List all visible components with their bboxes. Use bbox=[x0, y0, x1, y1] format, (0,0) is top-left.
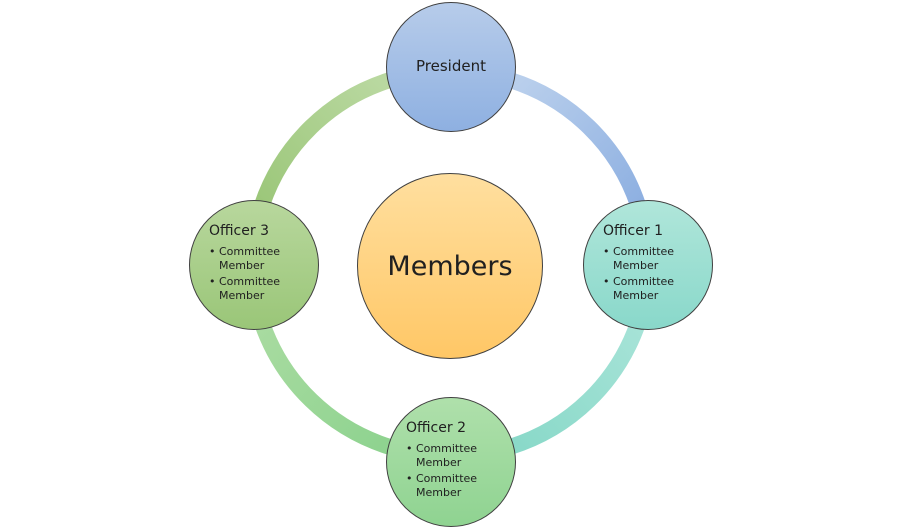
ring-arc-officer-2-officer-3 bbox=[254, 320, 393, 455]
committee-member-item: Committee Member bbox=[209, 245, 297, 273]
officer-1-committee-list: Committee Member Committee Member bbox=[603, 245, 712, 303]
president-node: President bbox=[386, 2, 516, 132]
officer-3-committee-list: Committee Member Committee Member bbox=[209, 245, 318, 303]
officer-1-node: Officer 1 Committee Member Committee Mem… bbox=[583, 200, 713, 330]
members-label: Members bbox=[387, 250, 513, 282]
members-node: Members bbox=[357, 173, 543, 359]
officer-2-title: Officer 2 bbox=[406, 420, 466, 436]
committee-member-item: Committee Member bbox=[209, 275, 297, 303]
committee-member-item: Committee Member bbox=[603, 245, 691, 273]
president-label: President bbox=[416, 57, 486, 75]
officer-2-committee-list: Committee Member Committee Member bbox=[406, 442, 515, 500]
ring-arc-officer-1-officer-2 bbox=[507, 320, 646, 455]
officer-2-node: Officer 2 Committee Member Committee Mem… bbox=[386, 397, 516, 527]
ring-arc-president-officer-1 bbox=[507, 72, 646, 208]
committee-member-item: Committee Member bbox=[406, 442, 494, 470]
officer-3-node: Officer 3 Committee Member Committee Mem… bbox=[189, 200, 319, 330]
committee-member-item: Committee Member bbox=[603, 275, 691, 303]
committee-member-item: Committee Member bbox=[406, 472, 494, 500]
officer-3-title: Officer 3 bbox=[209, 223, 269, 239]
officer-1-title: Officer 1 bbox=[603, 223, 663, 239]
ring-arc-officer-3-president bbox=[254, 72, 393, 208]
